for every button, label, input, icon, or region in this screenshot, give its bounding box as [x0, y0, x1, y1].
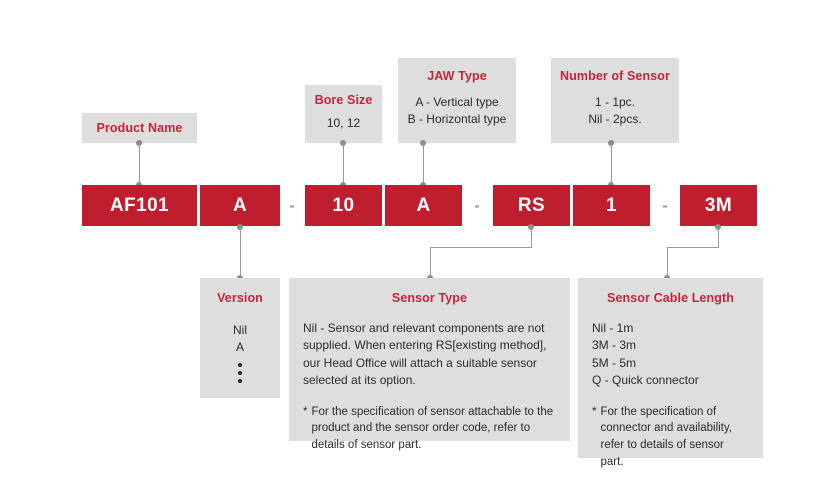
- connector-line-number-of-sensor: [611, 143, 612, 185]
- code-chip-product-name-value: AF101: [109, 194, 170, 216]
- callout-number-of-sensor-line-1: 1 - 1pc.: [594, 95, 636, 109]
- callout-product-name: Product Name: [82, 113, 197, 143]
- callout-bore-size: Bore Size 10, 12: [305, 85, 382, 143]
- callout-number-of-sensor-line-2: Nil - 2pcs.: [588, 112, 642, 127]
- callout-version-title: Version: [217, 291, 263, 305]
- callout-bore-size-title: Bore Size: [314, 93, 373, 107]
- connector-line-jaw-type: [423, 143, 424, 185]
- callout-number-of-sensor: Number of Sensor 1 - 1pc. Nil - 2pcs.: [551, 58, 679, 143]
- code-separator-3: -: [652, 185, 678, 226]
- callout-sensor-type-note: * For the specification of sensor attach…: [303, 404, 556, 454]
- code-chip-sensor-type-value: RS: [517, 194, 546, 216]
- code-chip-jaw-type[interactable]: A: [385, 185, 462, 226]
- callout-sensor-cable-length-line-3: 5M - 5m: [592, 355, 637, 370]
- callout-version-line-1: Nil: [233, 323, 247, 337]
- callout-jaw-type-line-1: A - Vertical type: [415, 95, 499, 109]
- connector-line-sensor-type-across: [430, 247, 532, 248]
- code-separator-2: -: [464, 185, 490, 226]
- callout-jaw-type: JAW Type A - Vertical type B - Horizonta…: [398, 58, 516, 143]
- code-separator-2-value: -: [474, 195, 480, 215]
- callout-product-name-title: Product Name: [96, 120, 183, 135]
- connector-line-sensor-type-down1: [531, 227, 532, 248]
- code-chip-jaw-type-value: A: [416, 194, 431, 216]
- connector-line-cable-length-across: [667, 247, 719, 248]
- code-chip-cable-length-value: 3M: [704, 194, 733, 216]
- callout-sensor-cable-length-line-4: Q - Quick connector: [592, 373, 699, 388]
- vertical-ellipsis-icon: [200, 362, 280, 383]
- callout-number-of-sensor-title: Number of Sensor: [560, 69, 670, 83]
- connector-line-cable-length-down1: [718, 227, 719, 248]
- callout-sensor-type: Sensor Type Nil - Sensor and relevant co…: [289, 278, 570, 451]
- code-chip-sensor-count[interactable]: 1: [573, 185, 650, 226]
- code-chip-product-name[interactable]: AF101: [82, 185, 197, 226]
- code-separator-1: -: [281, 185, 303, 226]
- code-separator-3-value: -: [662, 195, 668, 215]
- callout-sensor-cable-length-line-1: Nil - 1m: [592, 321, 634, 335]
- callout-sensor-cable-length-note-marker: *: [592, 405, 597, 418]
- callout-bore-size-values: 10, 12: [326, 116, 361, 130]
- connector-line-cable-length-down2: [667, 247, 668, 278]
- code-chip-bore-size[interactable]: 10: [305, 185, 382, 226]
- connector-line-version: [240, 227, 241, 278]
- callout-sensor-type-description: Nil - Sensor and relevant components are…: [303, 321, 547, 388]
- callout-sensor-cable-length: Sensor Cable Length Nil - 1m 3M - 3m 5M …: [578, 278, 763, 468]
- callout-sensor-cable-length-line-2: 3M - 3m: [592, 338, 637, 353]
- callout-sensor-cable-length-title: Sensor Cable Length: [607, 291, 734, 305]
- code-chip-sensor-type[interactable]: RS: [493, 185, 570, 226]
- code-chip-cable-length[interactable]: 3M: [680, 185, 757, 226]
- code-chip-version[interactable]: A: [200, 185, 280, 226]
- callout-sensor-type-title: Sensor Type: [391, 291, 468, 305]
- callout-sensor-cable-length-note-text: For the specification of connector and a…: [600, 405, 732, 468]
- callout-sensor-type-note-marker: *: [303, 405, 308, 418]
- callout-version: Version Nil A: [200, 278, 280, 398]
- callout-jaw-type-line-2: B - Horizontal type: [407, 112, 507, 127]
- connector-line-sensor-type-down2: [430, 247, 431, 278]
- connector-line-bore-size: [343, 143, 344, 185]
- code-separator-1-value: -: [289, 195, 295, 215]
- callout-sensor-type-note-text: For the specification of sensor attachab…: [311, 405, 554, 451]
- code-chip-sensor-count-value: 1: [606, 194, 617, 216]
- callout-jaw-type-title: JAW Type: [427, 69, 487, 83]
- code-chip-version-value: A: [232, 194, 248, 216]
- callout-version-line-2: A: [235, 340, 244, 355]
- code-chip-bore-size-value: 10: [332, 194, 355, 216]
- connector-line-product-name: [139, 143, 140, 185]
- callout-sensor-cable-length-note: * For the specification of connector and…: [592, 404, 749, 471]
